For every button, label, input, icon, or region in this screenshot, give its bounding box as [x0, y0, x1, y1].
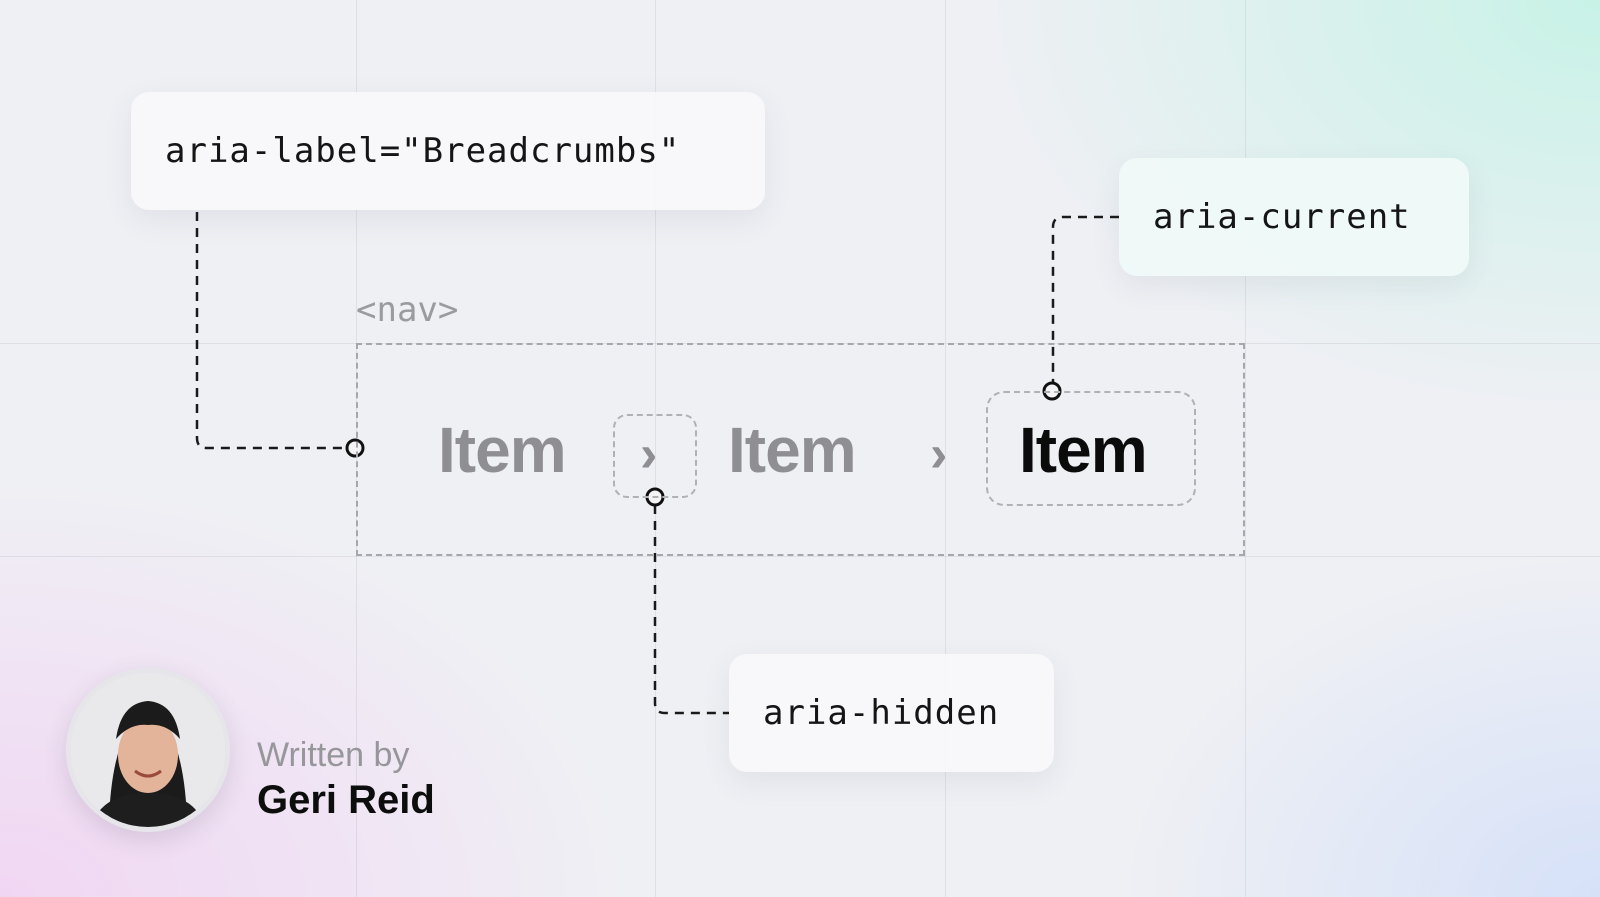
grid-line	[655, 0, 656, 897]
written-by-label: Written by	[257, 736, 410, 774]
breadcrumb-item-current: Item	[1019, 414, 1148, 486]
nav-box	[356, 343, 1245, 556]
grid-line	[1245, 0, 1246, 897]
grid-line	[0, 556, 1600, 557]
aria-current-tag: aria-current	[1119, 158, 1469, 276]
connector-aria-label	[195, 212, 348, 450]
aria-label-text: aria-label="Breadcrumbs"	[165, 131, 681, 171]
connector-aria-current	[1051, 215, 1119, 382]
aria-current-text: aria-current	[1153, 197, 1411, 237]
avatar	[66, 668, 230, 832]
anchor-dot	[345, 438, 365, 458]
separator-highlight	[613, 414, 697, 498]
nav-element-label: <nav>	[356, 290, 459, 330]
grid-line	[945, 0, 946, 897]
chevron-right-icon: ›	[930, 425, 948, 483]
current-item-highlight	[986, 391, 1196, 506]
author-photo	[71, 673, 225, 827]
breadcrumb-item-2[interactable]: Item	[728, 414, 857, 486]
aria-label-tag: aria-label="Breadcrumbs"	[131, 92, 765, 210]
author-name: Geri Reid	[257, 778, 435, 822]
connector-aria-hidden	[653, 505, 729, 715]
aria-hidden-text: aria-hidden	[763, 693, 1000, 733]
breadcrumb-item-1[interactable]: Item	[438, 414, 567, 486]
aria-hidden-tag: aria-hidden	[729, 654, 1054, 772]
chevron-right-icon: ›	[640, 425, 658, 483]
